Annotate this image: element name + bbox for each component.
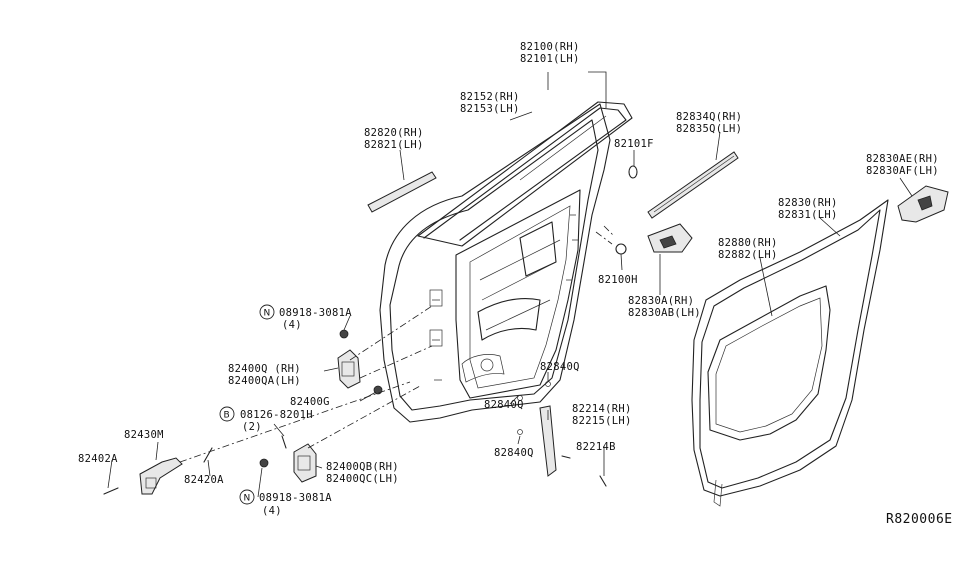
label-door-panel-rh: 82100(RH)	[520, 41, 580, 53]
label-nut-upper: 08918-3081A	[279, 307, 352, 319]
label-inner-seal-lh: 82835Q(LH)	[676, 123, 742, 135]
nut-symbol-upper: N	[259, 304, 275, 320]
nut-symbol-lower: N	[239, 489, 255, 505]
label-corner-trim-rh: 82830A(RH)	[628, 295, 694, 307]
label-channel-rh: 82214(RH)	[572, 403, 632, 415]
svg-text:B: B	[224, 411, 230, 421]
label-nut-lower-qty: (4)	[262, 505, 282, 517]
label-clip: 82101F	[614, 138, 654, 150]
hinge-lower-drawing	[259, 385, 421, 483]
label-bolt: 08126-8201H	[240, 409, 313, 421]
label-clip-c: 82840Q	[494, 447, 534, 459]
svg-text:N: N	[244, 494, 251, 504]
leader-lines	[107, 71, 913, 498]
hole-cover-drawing	[595, 225, 627, 255]
label-inner-seal-rh: 82834Q(RH)	[676, 111, 742, 123]
clip-drawing	[628, 165, 638, 179]
label-hinge-upper-lh: 82400QA(LH)	[228, 375, 301, 387]
sealing-screen-drawing	[707, 285, 831, 441]
label-checker: 82430M	[124, 429, 164, 441]
checker-drawing	[103, 381, 411, 495]
part-labels: 82100(RH) 82101(LH) 82152(RH) 82153(LH) …	[78, 41, 953, 527]
bolt-symbol: B	[219, 406, 235, 422]
label-hinge-upper-rh: 82400Q (RH)	[228, 363, 301, 375]
label-nut-upper-qty: (4)	[282, 319, 302, 331]
window-sash-drawing	[417, 101, 633, 247]
label-weatherstrip-lh: 82831(LH)	[778, 209, 838, 221]
label-checker-bolt: 82402A	[78, 453, 118, 465]
hinge-upper-drawing	[337, 305, 433, 395]
label-hole-cover: 82100H	[598, 274, 638, 286]
label-hinge-bolt: 82400G	[290, 396, 330, 408]
label-sealing-screen-rh: 82880(RH)	[718, 237, 778, 249]
svg-text:N: N	[264, 309, 271, 319]
label-channel-lh: 82215(LH)	[572, 415, 632, 427]
label-outer-molding-lh: 82821(LH)	[364, 139, 424, 151]
corner-trim-upper-drawing	[897, 185, 949, 223]
label-nut-lower: 08918-3081A	[259, 492, 332, 504]
weatherstrip-drawing	[691, 199, 889, 507]
inner-seal-drawing	[647, 151, 739, 219]
corner-trim-drawing	[647, 223, 693, 253]
label-corner-trim-upper-rh: 82830AE(RH)	[866, 153, 939, 165]
label-clip-b: 82840Q	[484, 399, 524, 411]
label-channel-screw: 82214B	[576, 441, 616, 453]
label-sealing-screen-lh: 82882(LH)	[718, 249, 778, 261]
label-bolt-qty: (2)	[242, 421, 262, 433]
label-outer-molding-rh: 82820(RH)	[364, 127, 424, 139]
channel-drawing	[517, 381, 607, 487]
label-clip-a: 82840Q	[540, 361, 580, 373]
label-hinge-lower-lh: 82400QC(LH)	[326, 473, 399, 485]
label-window-sash-lh: 82153(LH)	[460, 103, 520, 115]
label-checker-pin: 82420A	[184, 474, 224, 486]
outer-molding-drawing	[367, 171, 437, 213]
label-corner-trim-upper-lh: 82830AF(LH)	[866, 165, 939, 177]
door-panel-drawing	[379, 103, 611, 423]
label-window-sash-rh: 82152(RH)	[460, 91, 520, 103]
diagram-ref-code: R820006E	[886, 512, 953, 527]
label-hinge-lower-rh: 82400QB(RH)	[326, 461, 399, 473]
label-weatherstrip-rh: 82830(RH)	[778, 197, 838, 209]
label-door-panel-lh: 82101(LH)	[520, 53, 580, 65]
label-corner-trim-lh: 82830AB(LH)	[628, 307, 701, 319]
